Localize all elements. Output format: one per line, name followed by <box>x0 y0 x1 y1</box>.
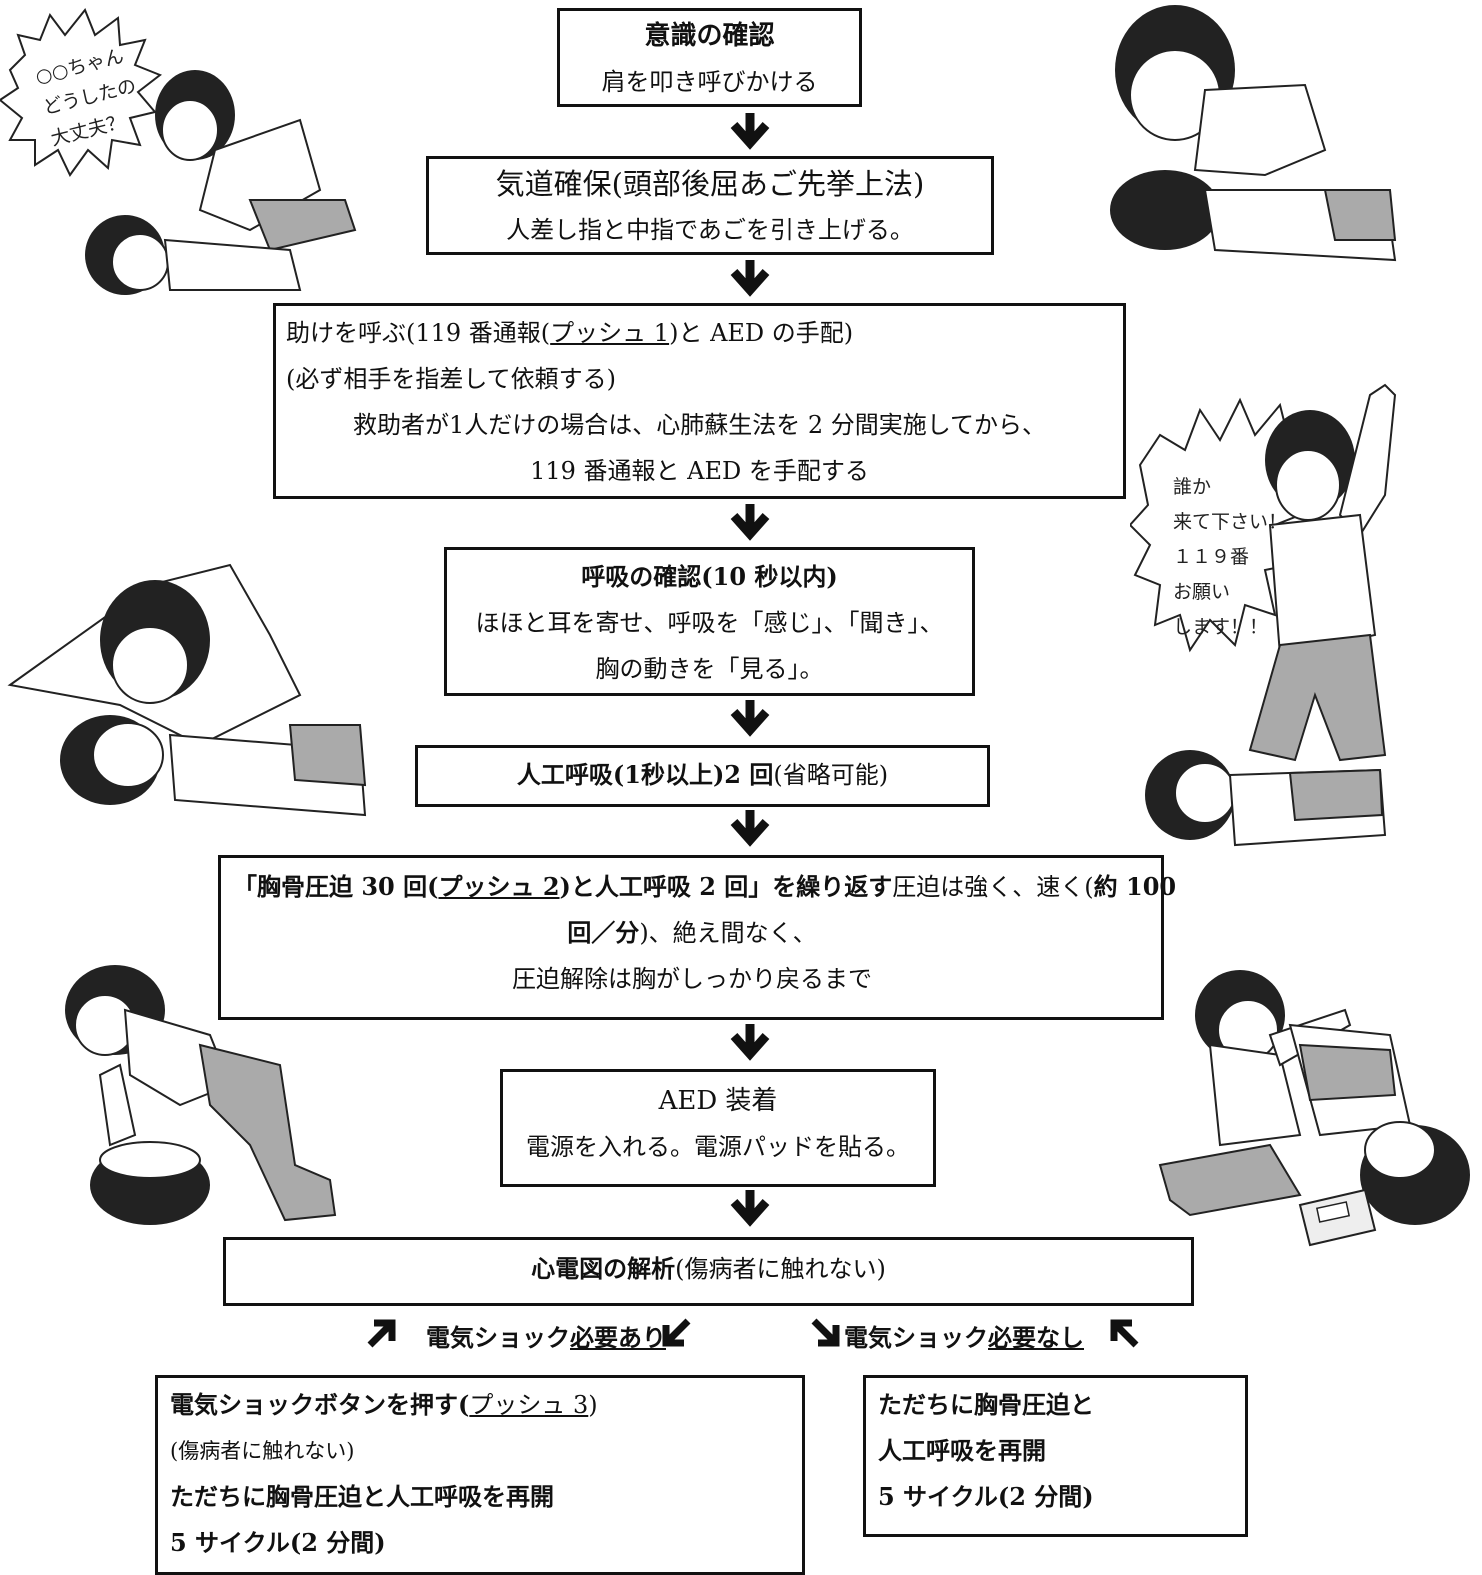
step-chest-compressions: 「胸骨圧迫 30 回(プッシュ 2)と人工呼吸 2 回」を繰り返す圧迫は強く、速… <box>218 855 1176 1020</box>
push2-label: プッシュ 2 <box>438 872 560 901</box>
illustration-tap-shoulder <box>0 8 357 295</box>
illustration-airway <box>1110 5 1397 262</box>
step7-body: 電源を入れる。電源パッドを貼る。 <box>526 1133 910 1161</box>
step7-title: AED 装着 <box>658 1086 778 1116</box>
step8-title: 心電図の解析 <box>531 1254 676 1283</box>
step4-title: 呼吸の確認(10 秒以内) <box>581 562 838 591</box>
branch-no-a: 電気ショック <box>844 1323 988 1352</box>
branch-shock-not-needed: 電気ショック必要なし <box>844 1318 1084 1353</box>
step-ecg-analysis: 心電図の解析(傷病者に触れない) <box>223 1237 1194 1306</box>
step6-e: 回／分 <box>567 918 640 947</box>
push3-label: プッシュ 3 <box>469 1391 589 1419</box>
bubble-right-line2: 来て下さい！ <box>1173 511 1288 533</box>
bubble-right-line5: します！！ <box>1173 616 1269 638</box>
illustration-aed <box>1158 970 1470 1247</box>
step6-a: 「胸骨圧迫 30 回( <box>233 872 439 901</box>
step5-title: 人工呼吸(1秒以上)2 回 <box>516 760 774 789</box>
speech-bubble-right: 誰か 来て下さい！ １１９番 お願い します！！ <box>1173 470 1287 645</box>
left-result-line3: ただちに胸骨圧迫と人工呼吸を再開 <box>170 1482 554 1511</box>
step1-title: 意識の確認 <box>644 21 775 51</box>
step8-note: (傷病者に触れない) <box>675 1255 886 1283</box>
bubble-right-line3: １１９番 <box>1173 546 1250 568</box>
step6-d: 約 100 <box>1093 872 1177 901</box>
step6-line1: 「胸骨圧迫 30 回(プッシュ 2)と人工呼吸 2 回」を繰り返す圧迫は強く、速… <box>233 864 1176 910</box>
step8-line: 心電図の解析(傷病者に触れない) <box>226 1246 1191 1292</box>
down-arrow-icon <box>730 260 770 297</box>
down-arrow-icon <box>730 1190 770 1227</box>
left-result-line1: 電気ショックボタンを押す(プッシュ 3) <box>170 1382 790 1428</box>
step5-note: (省略可能) <box>773 761 889 789</box>
illustration-chest-compressions <box>65 965 337 1225</box>
step3-line1-a: 助けを呼ぶ(119 番通報( <box>286 319 551 347</box>
step4-body1: ほほと耳を寄せ、呼吸を「感じ」、「聞き」、 <box>475 609 944 637</box>
down-arrow-icon <box>730 810 770 847</box>
result-no-shock: ただちに胸骨圧迫と 人工呼吸を再開 5 サイクル(2 分間) <box>863 1375 1248 1537</box>
step6-c: 圧迫は強く、速く( <box>892 873 1094 901</box>
push1-label: プッシュ 1 <box>550 319 670 347</box>
step-rescue-breaths: 人工呼吸(1秒以上)2 回(省略可能) <box>415 745 990 807</box>
right-result-line2: 人工呼吸を再開 <box>878 1436 1046 1465</box>
step2-body: 人差し指と中指であごを引き上げる。 <box>506 216 914 244</box>
step-consciousness-check: 意識の確認 肩を叩き呼びかける <box>557 8 862 107</box>
step3-line1: 助けを呼ぶ(119 番通報(プッシュ 1)と AED の手配) <box>286 310 1113 356</box>
illustration-call-for-help <box>1130 383 1397 847</box>
step-airway: 気道確保(頭部後屈あご先挙上法) 人差し指と中指であごを引き上げる。 <box>426 156 994 255</box>
step6-line3: 圧迫解除は胸がしっかり戻るまで <box>512 965 872 993</box>
step-breathing-check: 呼吸の確認(10 秒以内) ほほと耳を寄せ、呼吸を「感じ」、「聞き」、 胸の動き… <box>444 547 975 696</box>
arrow-up-left-icon <box>1110 1319 1139 1348</box>
down-arrow-icon <box>730 700 770 737</box>
bubble-right-line4: お願い <box>1173 581 1231 603</box>
illustration-rescue-breathing <box>7 563 367 817</box>
left-l1a: 電気ショックボタンを押す( <box>170 1390 470 1419</box>
step2-title: 気道確保(頭部後屈あご先挙上法) <box>495 167 925 201</box>
down-arrow-icon <box>730 504 770 541</box>
step6-line2: 回／分)、絶え間なく、 <box>233 910 1151 956</box>
step3-line3: 救助者が1人だけの場合は、心肺蘇生法を 2 分間実施してから、 <box>352 411 1047 439</box>
branch-yes-a: 電気ショック <box>426 1323 570 1352</box>
left-l1b: ) <box>588 1391 598 1419</box>
right-result-line3: 5 サイクル(2 分間) <box>878 1482 1094 1511</box>
step1-body: 肩を叩き呼びかける <box>601 68 818 96</box>
step-call-help: 助けを呼ぶ(119 番通報(プッシュ 1)と AED の手配) (必ず相手を指差… <box>273 303 1126 499</box>
step3-line4: 119 番通報と AED を手配する <box>530 457 869 485</box>
step3-line2: (必ず相手を指差して依頼する) <box>286 365 617 393</box>
result-shock-delivered: 電気ショックボタンを押す(プッシュ 3) (傷病者に触れない) ただちに胸骨圧迫… <box>155 1375 805 1575</box>
down-arrow-icon <box>730 113 770 150</box>
step5-line: 人工呼吸(1秒以上)2 回(省略可能) <box>418 752 987 798</box>
left-result-line2: (傷病者に触れない) <box>170 1439 355 1463</box>
arrow-down-left-icon <box>662 1318 691 1347</box>
step3-line1-b: )と AED の手配) <box>669 319 854 347</box>
step6-b: )と人工呼吸 2 回」を繰り返す <box>559 872 893 901</box>
step4-body2: 胸の動きを「見る」。 <box>595 655 824 683</box>
step-aed-attach: AED 装着 電源を入れる。電源パッドを貼る。 <box>500 1069 936 1187</box>
branch-no-u: 必要なし <box>988 1323 1084 1352</box>
down-arrow-icon <box>730 1024 770 1061</box>
arrow-up-right-icon <box>367 1319 396 1348</box>
step6-f: )、絶え間なく、 <box>639 919 817 947</box>
bubble-right-line1: 誰か <box>1173 476 1212 498</box>
branch-yes-u: 必要あり <box>570 1323 666 1352</box>
arrow-down-right-icon <box>811 1318 840 1347</box>
right-result-line1: ただちに胸骨圧迫と <box>878 1390 1094 1419</box>
branch-shock-needed: 電気ショック必要あり <box>426 1318 666 1353</box>
left-result-line4: 5 サイクル(2 分間) <box>170 1528 386 1557</box>
